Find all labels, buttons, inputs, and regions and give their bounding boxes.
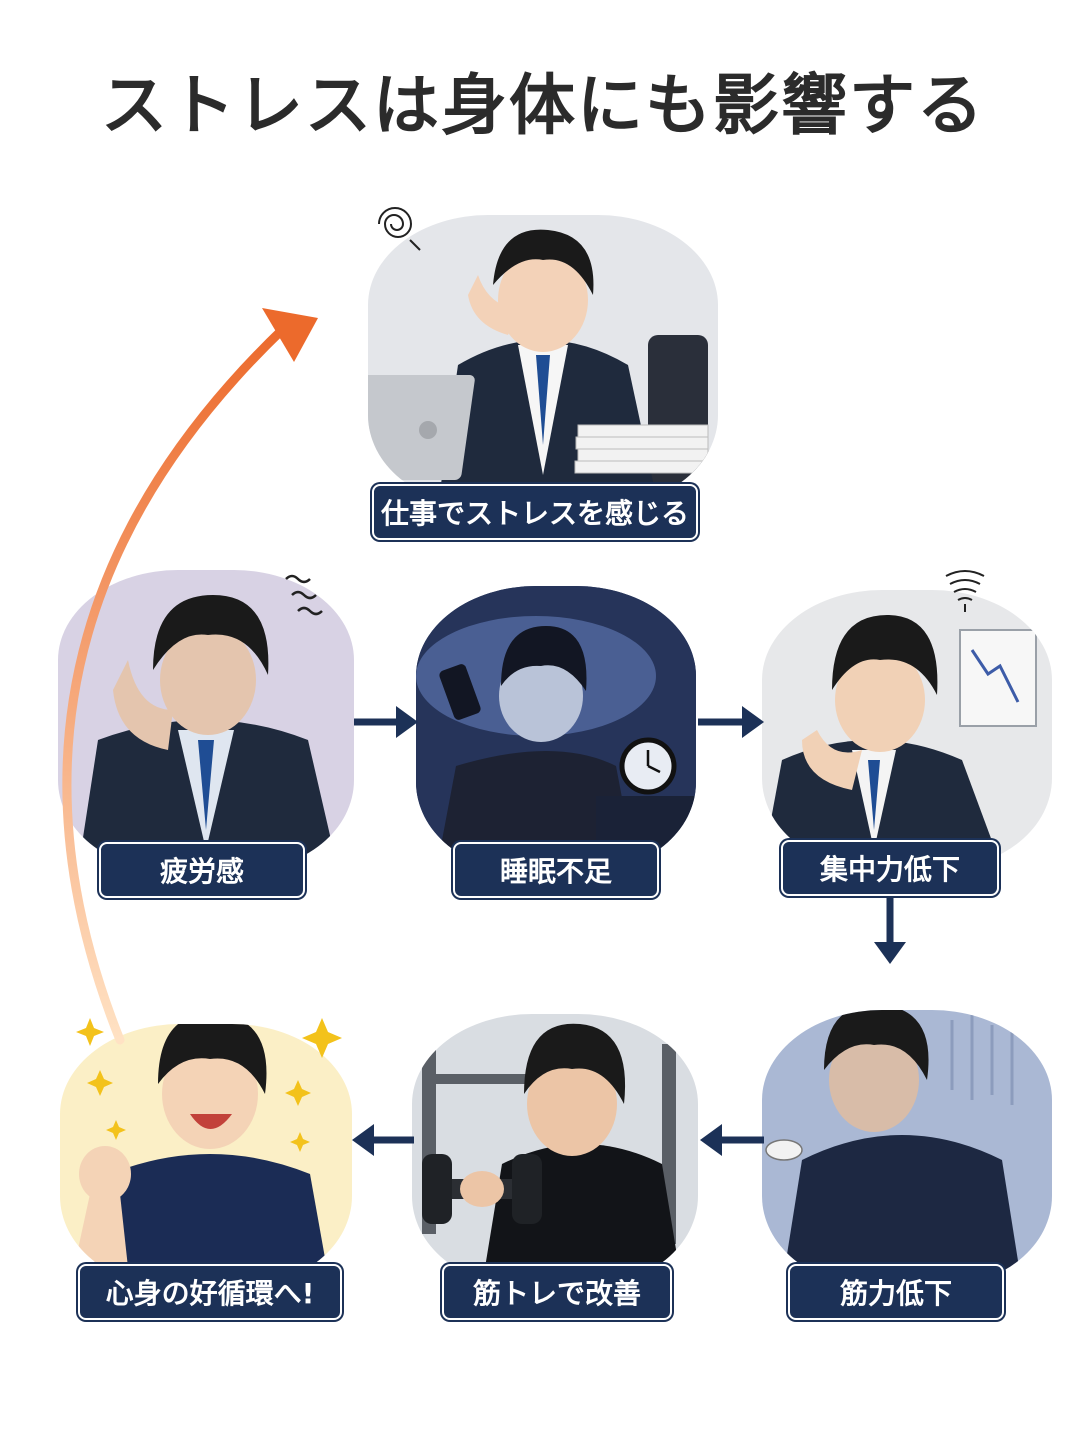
dizzy-swirl-icon xyxy=(942,566,988,614)
man-lifting-dumbbell-illustration xyxy=(412,1014,698,1286)
arrow-focus-to-muscle xyxy=(874,898,906,964)
step-label-lack-of-sleep: 睡眠不足 xyxy=(453,842,659,898)
step-label-muscle-weakness: 筋力低下 xyxy=(788,1264,1004,1320)
step-label-loss-of-focus: 集中力低下 xyxy=(781,840,999,896)
stress-scribble-icon xyxy=(372,196,422,252)
arrow-muscle-to-training xyxy=(700,1124,764,1156)
card-lack-of-sleep xyxy=(416,586,696,872)
worker-at-laptop-illustration xyxy=(368,215,718,505)
step-label-work-stress: 仕事でストレスを感じる xyxy=(372,484,698,540)
sparkle-icons xyxy=(60,1000,360,1170)
card-muscle-weakness xyxy=(762,1010,1052,1286)
step-label-virtuous-cycle: 心身の好循環へ! xyxy=(78,1264,342,1320)
arrow-training-to-cycle xyxy=(352,1124,414,1156)
distracted-worker-illustration xyxy=(762,590,1052,868)
page-title: ストレスは身体にも影響する xyxy=(0,52,1086,148)
sleepless-in-bed-illustration xyxy=(416,586,696,872)
weak-slouching-man-illustration xyxy=(762,1010,1052,1286)
step-label-fatigue: 疲労感 xyxy=(99,842,305,898)
stress-lines-icon xyxy=(278,565,332,627)
card-loss-of-focus xyxy=(762,590,1052,868)
card-work-stress xyxy=(368,215,718,505)
card-strength-training xyxy=(412,1014,698,1286)
step-label-strength-training: 筋トレで改善 xyxy=(442,1264,672,1320)
arrow-sleep-to-focus xyxy=(698,706,764,738)
arrow-fatigue-to-sleep xyxy=(354,706,418,738)
